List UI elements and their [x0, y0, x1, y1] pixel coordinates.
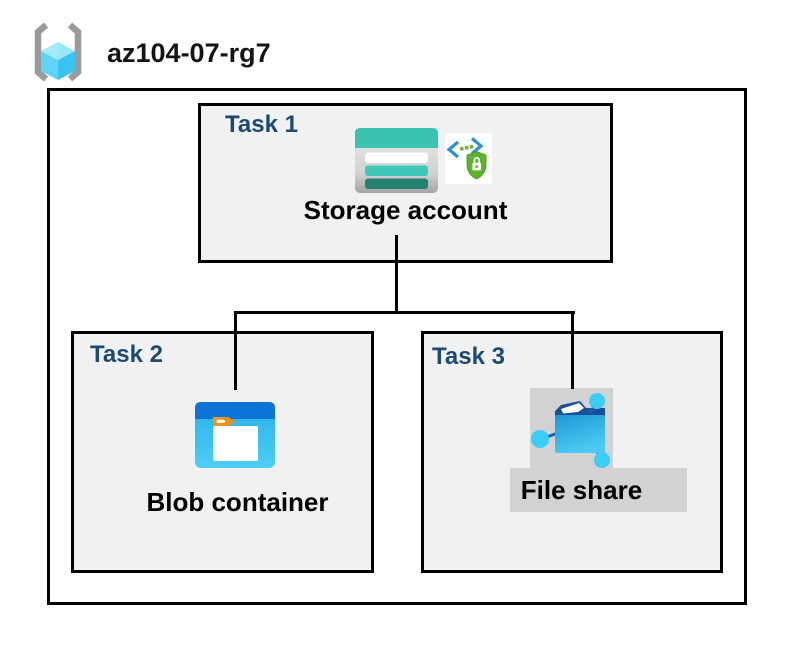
task3-label: Task 3: [432, 343, 505, 370]
resource-group-icon: [34, 22, 82, 82]
connector-storage-down: [395, 235, 398, 314]
task3-resource-label-highlight: File share: [510, 468, 687, 512]
storage-account-icon: [355, 128, 438, 193]
task3-resource-label: File share: [520, 474, 643, 505]
blob-container-icon: [195, 402, 275, 468]
connector-to-blob-container: [234, 311, 237, 390]
task2-label: Task 2: [90, 341, 163, 368]
task1-box: Task 1: [198, 103, 613, 263]
task1-label: Task 1: [225, 111, 298, 138]
connector-to-file-share: [571, 311, 574, 389]
resource-group-name: az104-07-rg7: [107, 38, 271, 68]
file-share-icon: [530, 388, 613, 468]
task2-box: Task 2 Blob container: [71, 331, 374, 573]
task2-resource-label: Blob container: [146, 487, 329, 517]
task1-resource-label: Storage account: [303, 195, 508, 225]
connector-branch-horizontal: [234, 311, 575, 314]
private-endpoint-icon: [445, 133, 492, 184]
